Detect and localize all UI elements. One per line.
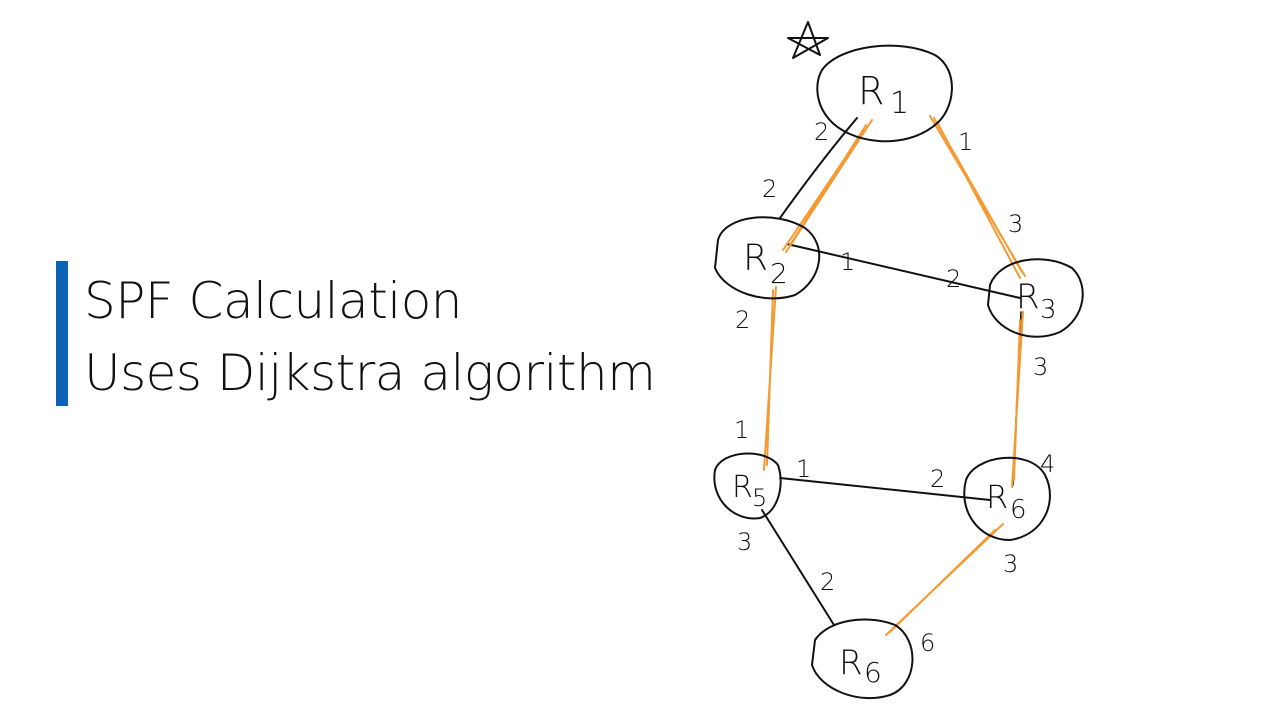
node-r3-sub: 3 <box>1040 295 1057 325</box>
node-r3-label: R <box>1016 277 1040 317</box>
node-r6b-sub: 6 <box>864 656 882 689</box>
node-r1-sub: 1 <box>890 86 909 121</box>
weight-label: 2 <box>735 306 750 334</box>
slide-title: SPF Calculation <box>84 272 462 330</box>
node-r6b-circle <box>810 618 914 700</box>
node-r6-circle <box>963 456 1051 542</box>
weight-label: 3 <box>1008 210 1023 238</box>
weight-label: 1 <box>796 455 811 483</box>
link-r5-r6b <box>761 509 835 626</box>
path-r3-r6 <box>1011 311 1024 488</box>
node-r3-circle <box>986 258 1084 338</box>
node-r5-sub: 5 <box>752 484 767 512</box>
path-r6-r6b <box>885 523 1004 636</box>
accent-bar <box>56 261 68 406</box>
node-r5-label: R <box>732 470 753 505</box>
weight-label: 6 <box>920 629 935 657</box>
weight-label: 3 <box>737 528 752 556</box>
node-r2-label: R <box>743 238 768 279</box>
weight-label: 2 <box>930 465 945 493</box>
root-star-icon <box>787 21 829 59</box>
weight-label: 2 <box>946 265 961 293</box>
node-r1-label: R <box>858 69 884 113</box>
path-r1-r2 <box>782 119 873 253</box>
weight-label: 2 <box>762 175 777 203</box>
node-r6-sub: 6 <box>1010 495 1027 525</box>
weight-label: 1 <box>734 416 749 444</box>
node-r5-circle <box>713 452 782 520</box>
weight-label: 1 <box>958 128 973 156</box>
weight-label: 3 <box>1033 353 1048 381</box>
node-r2-circle <box>713 216 821 300</box>
node-r2-sub: 2 <box>770 257 788 290</box>
link-r1-r2 <box>779 117 858 219</box>
slide-subtitle: Uses Dijkstra algorithm <box>84 344 656 402</box>
weight-label: 3 <box>1003 550 1018 578</box>
path-r2-r5 <box>763 286 777 471</box>
link-r2-r3 <box>786 243 1021 299</box>
link-r5-r6 <box>779 477 991 501</box>
node-r6b-label: R <box>839 643 863 683</box>
node-r6-label: R <box>986 478 1008 516</box>
weight-label: 1 <box>840 248 855 276</box>
node-r1-circle <box>816 44 953 143</box>
weight-label: 4 <box>1040 450 1055 478</box>
weight-label: 2 <box>814 118 829 146</box>
path-r1-r3 <box>929 115 1026 279</box>
weight-label: 2 <box>820 568 835 596</box>
